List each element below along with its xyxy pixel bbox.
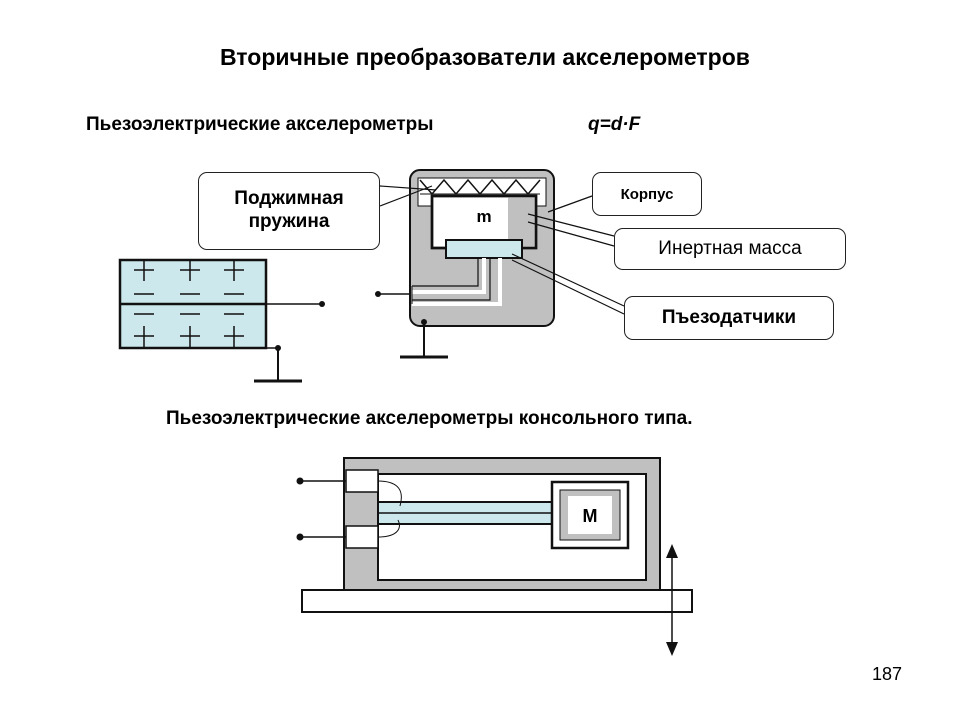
callout-spring: Поджимная пружина xyxy=(198,172,380,250)
charge-formula: q=d·F xyxy=(588,114,641,135)
connector-top xyxy=(345,469,379,493)
callout-pointers xyxy=(379,185,625,315)
connector-bottom xyxy=(345,525,379,549)
page-number: 187 xyxy=(872,664,903,684)
mounting-base xyxy=(301,589,693,613)
minus-signs xyxy=(134,293,244,315)
compression-accelerometer: m xyxy=(375,169,555,359)
mass-label-m: m xyxy=(476,207,491,226)
piezo-stack-schematic xyxy=(118,258,325,383)
plus-signs-bottom xyxy=(134,326,244,347)
output-terminal-dot xyxy=(375,291,381,297)
terminal-dot xyxy=(319,301,325,307)
mass-label-M: M xyxy=(583,506,598,526)
cantilever-accelerometer: M xyxy=(296,457,693,656)
section1-heading: Пьезоэлектрические акселерометры xyxy=(86,114,434,135)
callout-housing: Корпус xyxy=(592,172,702,216)
plus-signs-top xyxy=(134,260,244,281)
slide-title: Вторичные преобразователи акселерометров xyxy=(220,44,750,70)
piezo-element xyxy=(445,239,523,259)
callout-inertial-mass: Инертная масса xyxy=(614,228,846,270)
callout-piezo-sensors: Пъезодатчики xyxy=(624,296,834,340)
section2-heading: Пьезоэлектрические акселерометры консоль… xyxy=(166,408,693,429)
